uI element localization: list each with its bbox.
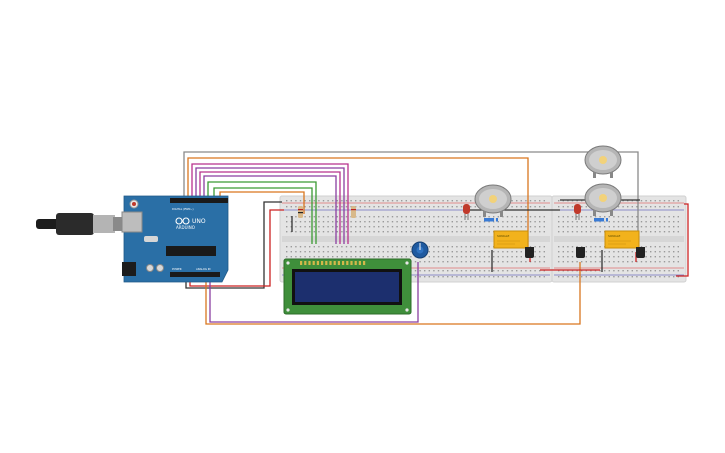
- transistor[interactable]: [576, 247, 585, 258]
- relay[interactable]: SONGLE: [604, 230, 640, 249]
- dc-motor[interactable]: [584, 145, 622, 178]
- dc-motor[interactable]: [584, 183, 622, 216]
- crystal: [144, 236, 158, 242]
- analog-header-label: ANALOG IN: [196, 267, 210, 271]
- diode[interactable]: [594, 218, 608, 222]
- lcd-screen: [295, 272, 399, 302]
- capacitor: [156, 264, 164, 272]
- potentiometer[interactable]: [411, 241, 429, 259]
- relay-label: SONGLE: [497, 234, 510, 238]
- power-analog-header[interactable]: [170, 272, 220, 277]
- breadboard-holes: [286, 200, 679, 278]
- lcd-pin-header: [300, 261, 366, 265]
- led-red[interactable]: [463, 204, 470, 220]
- led-red[interactable]: [574, 204, 581, 220]
- transistor[interactable]: [636, 247, 645, 258]
- dc-motor[interactable]: [474, 184, 512, 217]
- relay-label: SONGLE: [608, 234, 621, 238]
- wires: [183, 151, 689, 325]
- arduino-uno[interactable]: ARDUINO UNO DIGITAL (PWM~) POWER ANALOG …: [121, 195, 229, 283]
- digital-header-label: DIGITAL (PWM~): [172, 207, 194, 211]
- arduino-brand-label: ARDUINO: [176, 225, 195, 230]
- diode[interactable]: [484, 218, 498, 222]
- microcontroller-chip: [166, 246, 216, 256]
- lcd-16x2[interactable]: [283, 258, 412, 315]
- capacitor: [146, 264, 154, 272]
- power-jack: [122, 262, 136, 276]
- transistor[interactable]: [525, 247, 534, 258]
- usb-port: [121, 211, 143, 233]
- resistor[interactable]: [298, 206, 303, 218]
- power-header-label: POWER: [172, 267, 182, 271]
- relay[interactable]: SONGLE: [493, 230, 529, 249]
- resistor[interactable]: [351, 206, 356, 218]
- usb-cable[interactable]: [36, 213, 127, 235]
- arduino-model-label: UNO: [192, 218, 206, 225]
- arduino-logo-icon: [175, 217, 190, 225]
- digital-header[interactable]: [170, 198, 228, 203]
